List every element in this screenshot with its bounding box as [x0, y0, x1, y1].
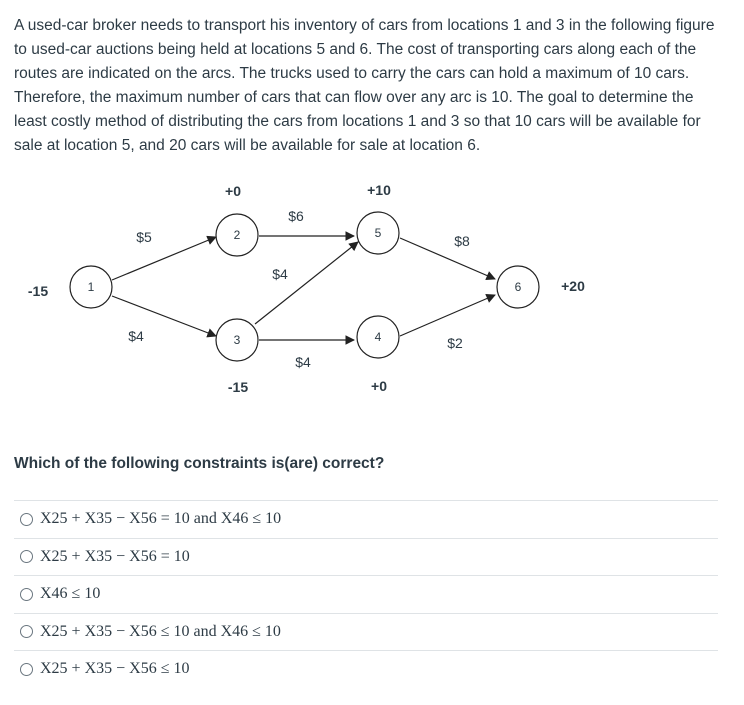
arc-3-5 [254, 241, 359, 325]
node-label: 1 [88, 280, 95, 294]
answer-label: X25 + X35 − X56 = 10 and X46 ≤ 10 [40, 510, 282, 528]
cost-label-3-5: $4 [272, 266, 288, 282]
answer-option[interactable]: X25 + X35 − X56 ≤ 10 and X46 ≤ 10 [14, 612, 718, 651]
node-1: 1 [69, 265, 113, 309]
cost-label-4-6: $2 [447, 335, 463, 351]
node-6: 6 [496, 265, 540, 309]
supply-label-3: -15 [228, 379, 248, 395]
question-text: A used-car broker needs to transport his… [14, 17, 715, 154]
node-5: 5 [356, 211, 400, 255]
answer-option[interactable]: X46 ≤ 10 [14, 575, 718, 613]
answer-label: X25 + X35 − X56 ≤ 10 and X46 ≤ 10 [40, 622, 281, 640]
radio-button[interactable] [20, 662, 33, 676]
answer-option[interactable]: X25 + X35 − X56 ≤ 10 [14, 650, 718, 688]
node-label: 6 [515, 280, 522, 294]
subquestion-text: Which of the following constraints is(ar… [14, 455, 385, 472]
node-4: 4 [356, 315, 400, 359]
cost-label-2-5: $6 [288, 208, 304, 224]
supply-label-5: +10 [367, 182, 391, 198]
node-3: 3 [215, 318, 259, 362]
cost-label-5-6: $8 [454, 233, 470, 249]
answer-option[interactable]: X25 + X35 − X56 = 10 and X46 ≤ 10 [14, 500, 718, 538]
node-label: 3 [234, 333, 241, 347]
answer-label: X25 + X35 − X56 = 10 [40, 547, 190, 565]
arc-1-2 [111, 235, 217, 281]
answer-label: X46 ≤ 10 [40, 585, 101, 603]
network-diagram: 1 2 3 4 5 6 -15 +0 -15 +0 +10 +20 $5 $4 … [28, 182, 585, 395]
arc-5-6 [399, 237, 496, 280]
radio-button[interactable] [20, 512, 33, 526]
arc-4-6 [399, 294, 496, 337]
supply-label-2: +0 [225, 183, 241, 199]
cost-label-1-2: $5 [136, 229, 152, 245]
answer-label: X25 + X35 − X56 ≤ 10 [40, 660, 190, 678]
supply-label-1: -15 [28, 283, 48, 299]
arc-1-3 [111, 295, 217, 338]
radio-button[interactable] [20, 587, 33, 601]
answer-option[interactable]: X25 + X35 − X56 = 10 [14, 537, 718, 576]
node-label: 4 [375, 330, 382, 344]
node-label: 5 [375, 226, 382, 240]
supply-label-4: +0 [371, 378, 387, 394]
cost-label-3-4: $4 [295, 354, 311, 370]
answer-list: X25 + X35 − X56 = 10 and X46 ≤ 10 X25 + … [14, 500, 718, 688]
cost-label-1-3: $4 [128, 328, 144, 344]
radio-button[interactable] [20, 550, 33, 564]
supply-label-6: +20 [561, 278, 585, 294]
node-2: 2 [215, 213, 259, 257]
radio-button[interactable] [20, 625, 33, 639]
node-label: 2 [234, 228, 241, 242]
